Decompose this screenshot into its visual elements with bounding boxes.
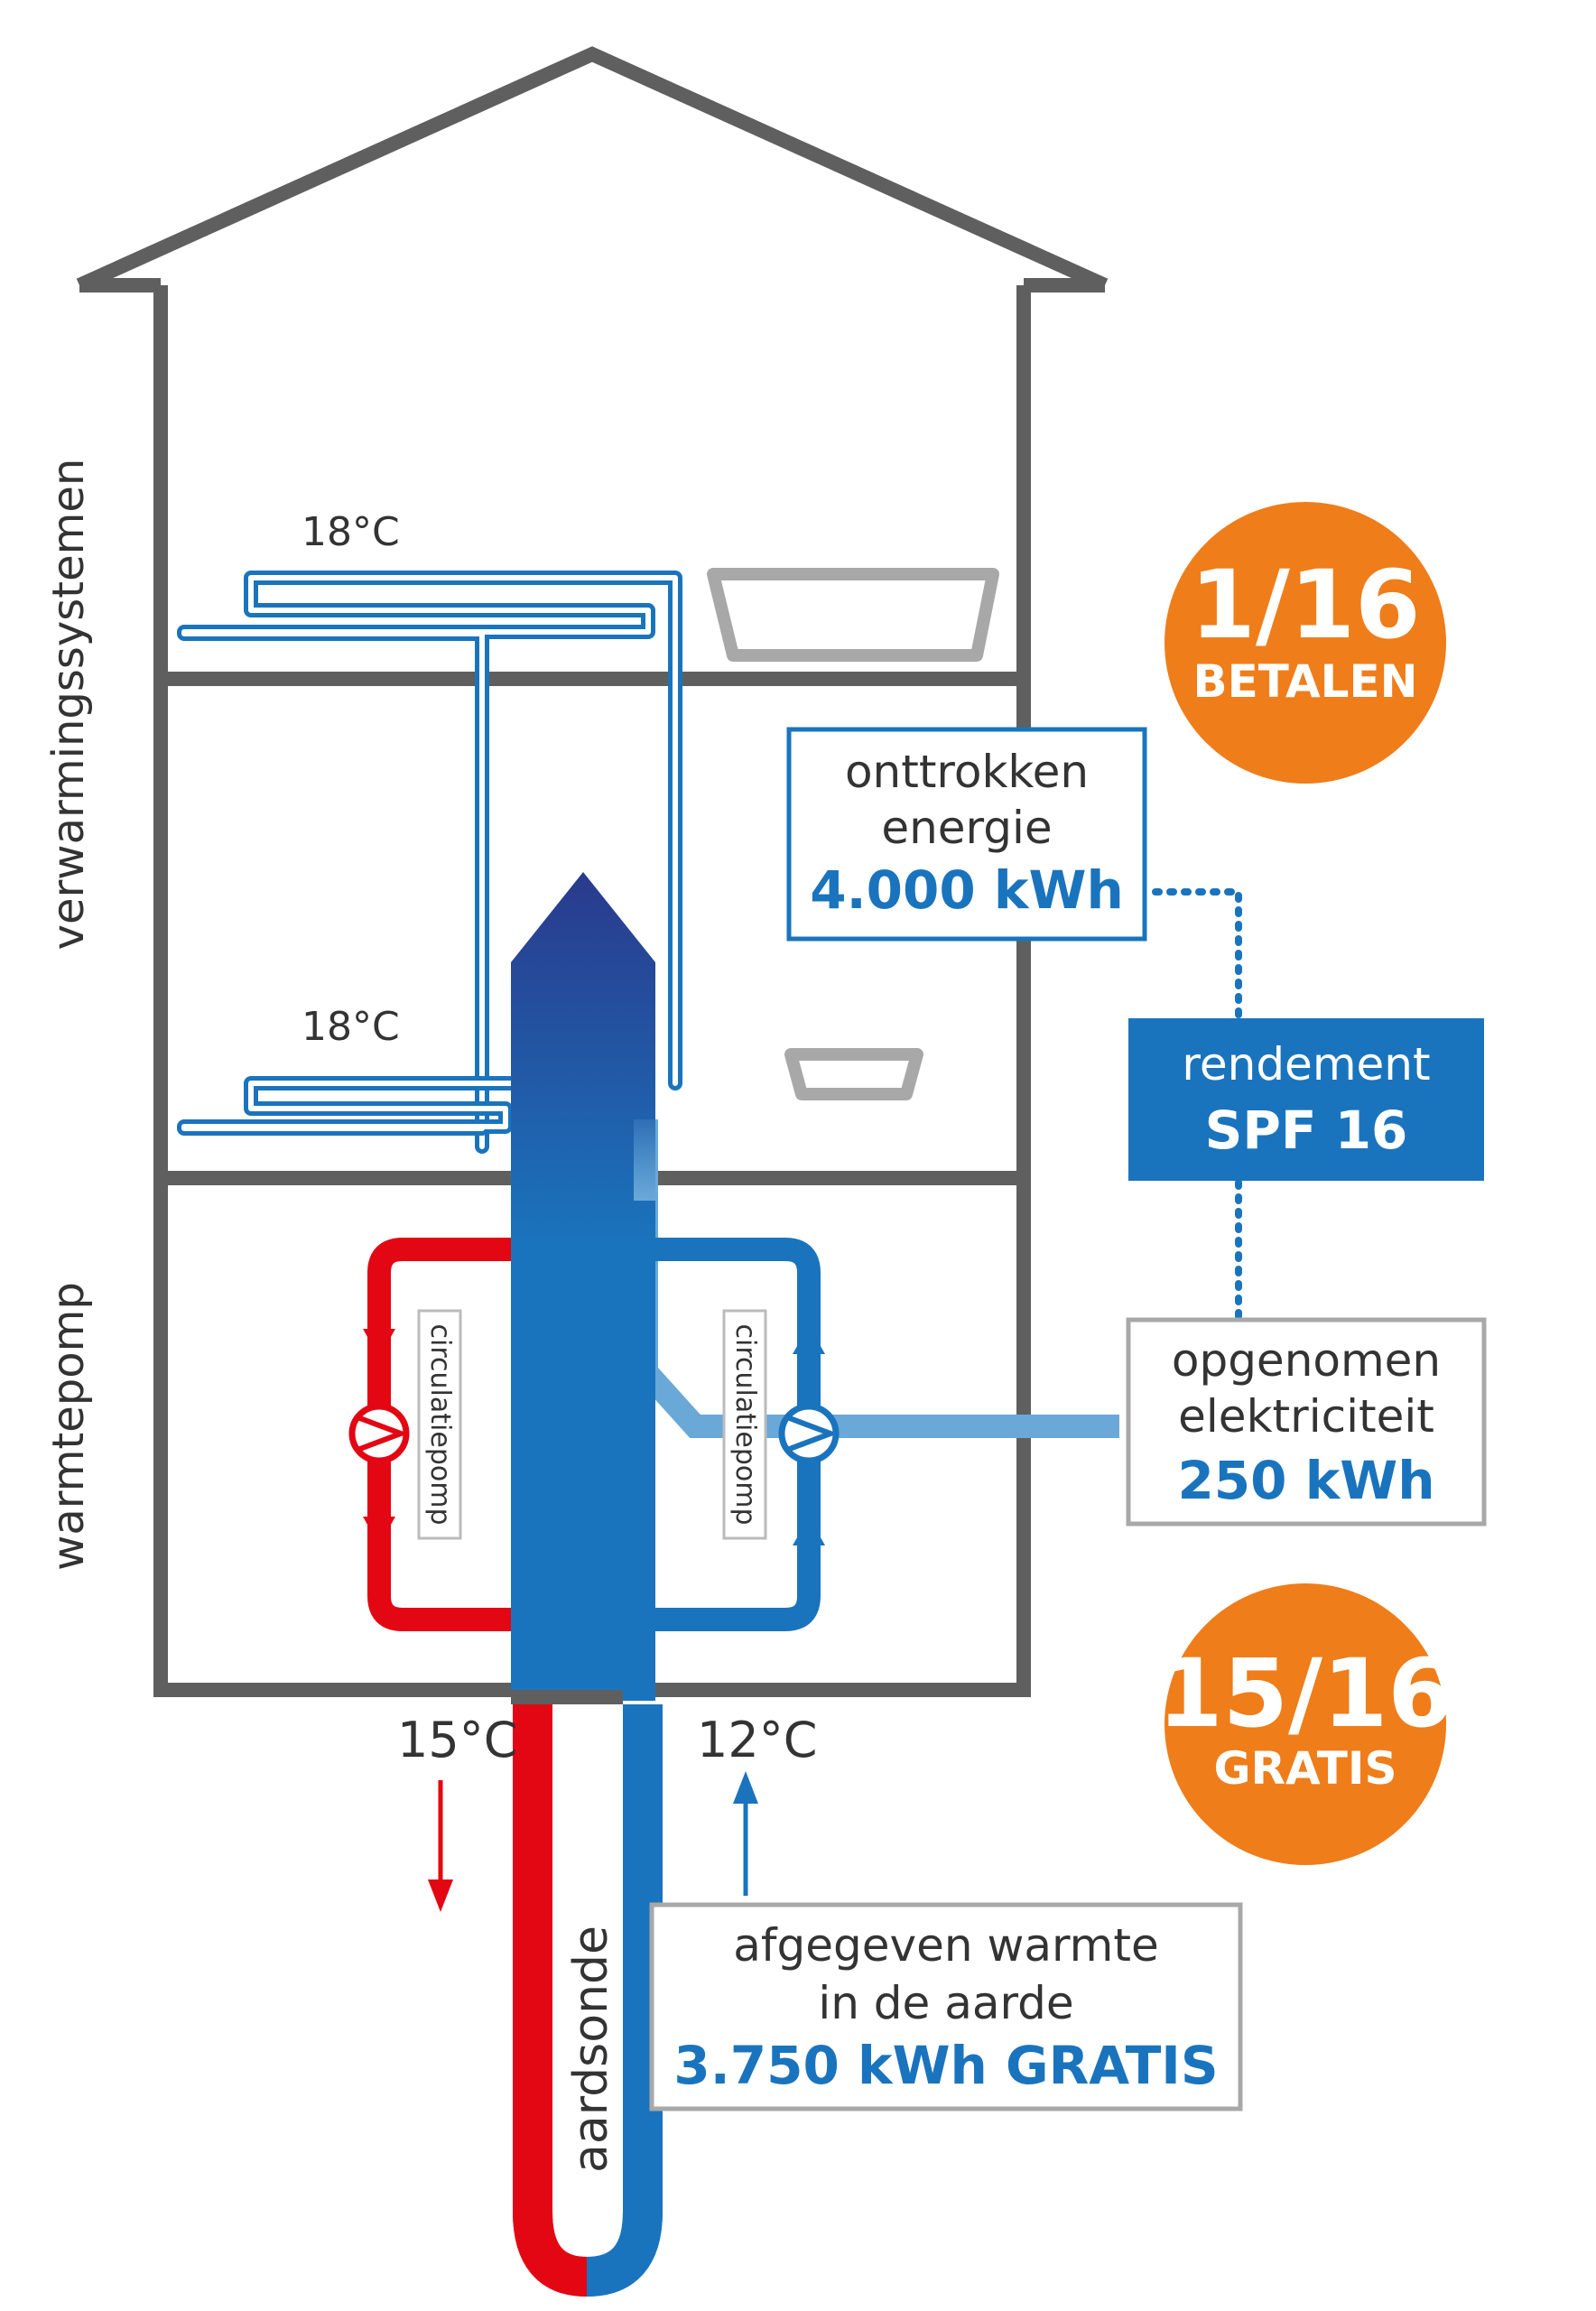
ground-probe-red [513,1704,589,2297]
badge-free-fraction: 15/16 [1157,1638,1452,1749]
efficiency-label: rendement [1182,1038,1430,1091]
badge-free: 15/16 GRATIS [1157,1583,1453,1865]
pump-label-right: circulatiepomp [729,1324,761,1526]
temp-middle-floor: 18°C [302,1004,400,1050]
column-light-stripe [634,1119,657,1201]
pump-label-box-right [722,1309,767,1540]
electricity-line1: opgenomen [1172,1334,1441,1387]
extracted-energy-value: 4.000 kWh [810,859,1124,921]
electricity-line [635,1119,1119,1438]
label-heating-systems: verwarmingssystemen [43,459,94,951]
released-heat-box [649,1902,1243,2111]
red-arrow-down-1 [363,1329,395,1358]
blue-arrow-up-2 [793,1517,825,1545]
energy-column [511,872,655,1701]
circulation-pump-red-icon [348,1403,410,1464]
roof [76,46,1109,292]
released-heat-line2: in de aarde [818,1977,1073,2029]
efficiency-value: SPF 16 [1205,1100,1408,1161]
extracted-energy-line1: onttrokken [845,746,1089,798]
radiator-middle [784,1048,923,1100]
badge-pay: 1/16 BETALEN [1165,502,1446,784]
circulation-pump-blue-icon [778,1403,840,1464]
badge-free-text: GRATIS [1213,1742,1396,1795]
extracted-energy-box [786,727,1147,942]
pump-label-box-left [417,1309,462,1540]
released-heat-value: 3.750 kWh GRATIS [673,2035,1218,2096]
blue-arrow-up-1 [793,1325,825,1354]
badge-pay-fraction: 1/16 [1190,550,1420,660]
dotted-connector-top [1152,888,1242,1020]
temp-inflow: 12°C [697,1712,817,1768]
temp-upper-floor: 18°C [302,509,400,555]
efficiency-box [1128,1018,1484,1181]
released-heat-line1: afgegeven warmte [733,1919,1158,1972]
ground-probe-blue [586,1704,663,2297]
extracted-energy-line2: energie [881,802,1052,854]
label-ground-probe: aardsonde [564,1926,618,2173]
radiator-upper [707,568,999,662]
label-heat-pump: warmtepomp [43,1282,94,1571]
outflow-arrow-head [428,1879,453,1912]
pump-label-left: circulatiepomp [424,1324,456,1526]
red-arrow-down-2 [363,1517,395,1545]
electricity-value: 250 kWh [1177,1450,1434,1511]
badge-pay-text: BETALEN [1192,655,1417,708]
floor-heating-upper-inner [181,575,678,1149]
electricity-box [1126,1317,1487,1527]
floor-heating-middle-inner [181,1081,514,1131]
temp-outflow: 15°C [397,1712,517,1768]
inflow-arrow-head [733,1771,758,1804]
electricity-line2: elektriciteit [1178,1390,1434,1443]
